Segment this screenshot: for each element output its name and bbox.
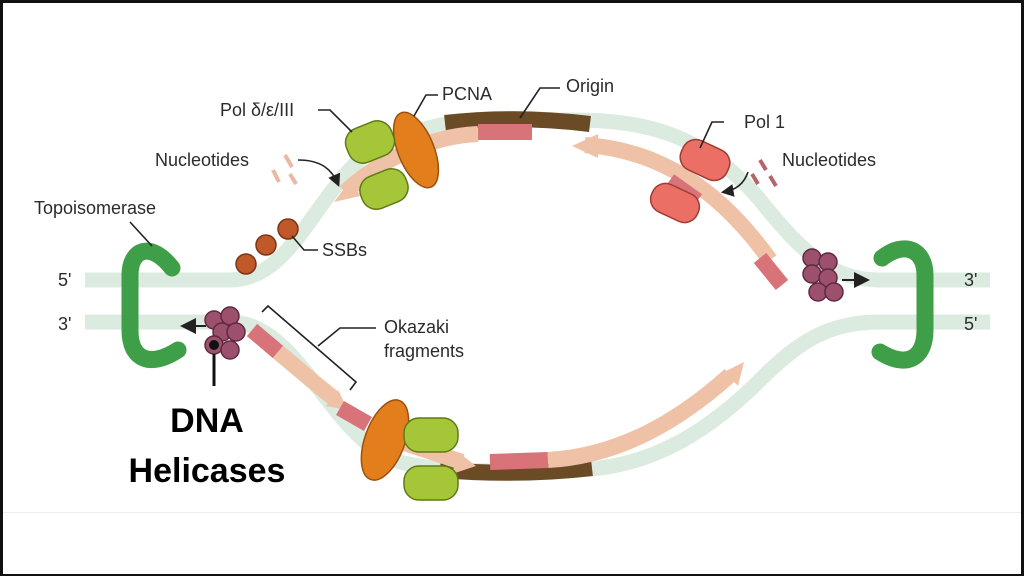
left-3prime-label: 3': [58, 314, 71, 334]
origin-top-segment: [444, 111, 591, 132]
helicase-right: [802, 248, 844, 302]
ssbs-leader: [291, 235, 318, 251]
okazaki-fragment-1: [272, 345, 341, 407]
ssb-proteins: [235, 218, 299, 275]
top-right-new-strand: [584, 137, 777, 265]
pol-delta-bottom-upper: [403, 417, 459, 453]
nucleotides-right-marks: [750, 158, 778, 188]
top-left-new-strand-arrowhead: [334, 178, 360, 202]
pol1-upper: [679, 138, 731, 182]
pcna-leader: [413, 94, 438, 117]
helicase-callout-dot: [209, 340, 219, 350]
right-3prime-label: 3': [964, 270, 977, 290]
pol-delta-bottom-lower: [403, 465, 459, 501]
right-bottom-duplex-strand: [569, 314, 990, 478]
bottom-right-new-strand-arrowhead: [724, 362, 744, 386]
helicase-left: [204, 306, 246, 360]
ssbs-label: SSBs: [322, 240, 367, 260]
origin-label: Origin: [566, 76, 614, 96]
topoisomerase-right: [871, 240, 934, 369]
pol-delta-top-upper: [344, 120, 396, 164]
top-right-primer-a: [753, 252, 789, 291]
pcna-bottom: [360, 399, 410, 481]
right-5prime-label: 5': [964, 314, 977, 334]
nucleotides-right-arrow: [720, 171, 749, 197]
okazaki-label-line2: fragments: [384, 341, 464, 361]
nucleotides-left-arrow: [297, 159, 341, 187]
okazaki-label-line1: Okazaki: [384, 317, 449, 337]
topoisomerase-left: [121, 242, 187, 368]
bottom-right-new-strand: [547, 369, 736, 468]
headline-line1: DNA: [170, 402, 244, 440]
nucleotides-right-label: Nucleotides: [782, 150, 876, 170]
pol-delta-label: Pol δ/ε/III: [220, 100, 294, 120]
pol-delta-top-lower: [359, 168, 409, 210]
okazaki-primer-2: [336, 401, 372, 431]
topoisomerase-leader: [129, 221, 153, 247]
origin-leader: [519, 87, 560, 119]
okazaki-leader: [317, 327, 376, 347]
top-right-new-strand-arrowhead: [572, 134, 598, 158]
nucleotides-left-label: Nucleotides: [155, 150, 249, 170]
okazaki-fragment-2-arrowhead: [452, 452, 476, 474]
pol1-lower: [649, 182, 701, 224]
right-top-duplex-strand: [569, 112, 990, 288]
left-5prime-label: 5': [58, 270, 71, 290]
nucleotides-left-marks: [271, 153, 298, 186]
headline-line2: Helicases: [129, 452, 286, 490]
pcna-top: [392, 111, 440, 189]
pcna-label: PCNA: [442, 84, 492, 104]
topoisomerase-label: Topoisomerase: [34, 198, 156, 218]
okazaki-primer-1: [246, 323, 284, 359]
leader-lines: [129, 87, 724, 391]
pol1-leader: [699, 121, 724, 149]
bottom-primer: [489, 452, 549, 470]
pol-delta-leader: [318, 109, 353, 133]
okazaki-bracket: [261, 304, 358, 391]
lower-band: [3, 512, 1021, 574]
pol1-label: Pol 1: [744, 112, 785, 132]
